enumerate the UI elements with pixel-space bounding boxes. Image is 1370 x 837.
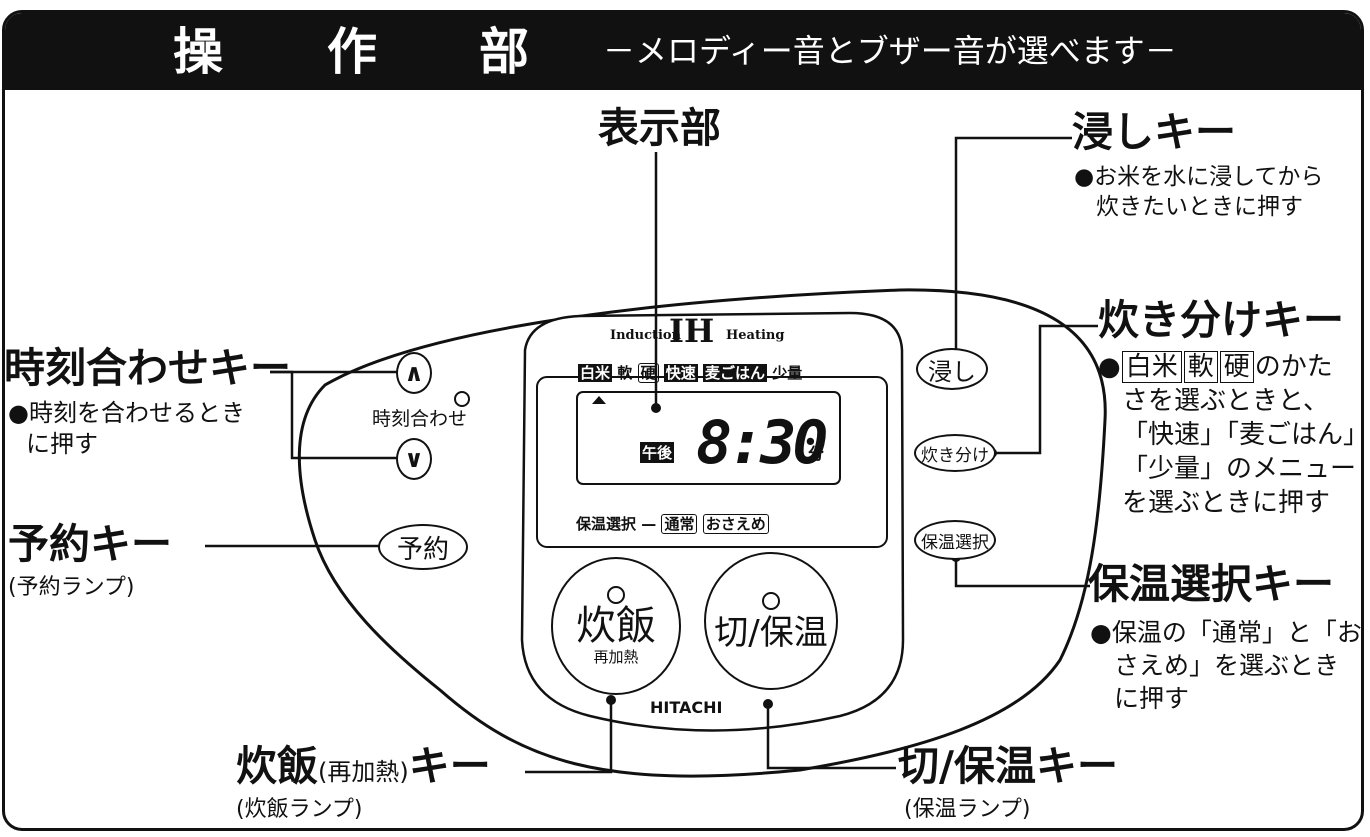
cook-lamp xyxy=(607,585,625,604)
time-desc-line-2: に押す xyxy=(26,430,98,458)
lcd-keepwarm-normal: 通常 xyxy=(661,514,698,534)
down-arrow-icon: ∨ xyxy=(404,445,424,473)
lcd-menu-soft: 軟 xyxy=(617,364,633,382)
cook-button-sublabel: 再加熱 xyxy=(593,647,639,666)
up-arrow-icon: ∧ xyxy=(404,359,424,387)
menu-button[interactable]: 炊き分け xyxy=(914,434,996,472)
keepwarm-key-label: 保温選択キー xyxy=(1088,560,1334,608)
menu-desc-tail: のかた xyxy=(1254,352,1333,382)
off-button-label: 切/保温 xyxy=(714,613,828,653)
lcd-menu-barley: 麦ごはん xyxy=(703,364,768,382)
timer-button-label: 予約 xyxy=(396,534,449,565)
menu-button-label: 炊き分け xyxy=(921,445,989,466)
lcd-menu-small: 少量 xyxy=(772,364,803,382)
soak-button-label: 浸し xyxy=(928,357,976,386)
cook-key-paren: (再加熱) xyxy=(318,758,409,786)
off-keepwarm-button[interactable]: 切/保温 xyxy=(704,552,838,690)
soak-desc-line-2: 炊きたいときに押す xyxy=(1096,194,1303,220)
menu-desc-line-2: さを選ぶときと、 xyxy=(1122,386,1329,416)
off-lamp-label: (保温ランプ) xyxy=(904,797,1031,822)
lcd-menu-quick: 快速 xyxy=(663,364,698,382)
cook-button-label: 炊飯 xyxy=(576,602,656,649)
cook-button[interactable]: 炊飯 再加熱 xyxy=(551,557,681,695)
lcd-minute: 分 xyxy=(808,444,825,463)
cook-key-main: 炊飯 xyxy=(236,742,318,790)
cook-key-suffix: キー xyxy=(408,742,491,790)
lcd-keepwarm-row: 保温選択 — 通常 おさえめ xyxy=(576,513,769,534)
keepwarm-select-button[interactable]: 保温選択 xyxy=(914,520,996,560)
menu-desc-line-4: 「少量」のメニュー xyxy=(1122,454,1357,484)
title-char-2: 作 xyxy=(327,23,377,81)
cook-lamp-label: (炊飯ランプ) xyxy=(236,797,363,822)
keepwarm-desc-line-3: に押す xyxy=(1114,684,1190,713)
cook-key-label: 炊飯(再加熱)キー xyxy=(236,746,491,787)
title-char-1: 操 xyxy=(173,23,223,81)
soak-key-desc: ●お米を水に浸してから 炊きたいときに押す xyxy=(1074,162,1323,222)
lcd-pm: 午後 xyxy=(640,442,675,463)
time-key-desc: ●時刻を合わせるとき に押す xyxy=(8,398,245,460)
soak-key-label: 浸しキー xyxy=(1072,108,1236,156)
header-subtitle: －メロディー音とブザー音が選べます－ xyxy=(603,32,1177,70)
keepwarm-lamp xyxy=(762,592,780,610)
lcd-keepwarm-low: おさえめ xyxy=(702,514,769,534)
soak-button[interactable]: 浸し xyxy=(916,348,988,390)
menu-desc-white-rice: 白米 xyxy=(1121,351,1182,383)
off-key-label: 切/保温キー xyxy=(898,742,1118,790)
soak-desc-line-1: ●お米を水に浸してから xyxy=(1074,164,1324,190)
lcd-keepwarm-label: 保温選択 xyxy=(576,515,637,533)
keepwarm-button-label: 保温選択 xyxy=(921,532,989,553)
menu-key-desc: ●白米軟硬のかた さを選ぶときと、 「快速」「麦ごはん」 「少量」のメニュー を… xyxy=(1098,350,1369,520)
menu-key-label: 炊き分けキー xyxy=(1098,296,1344,344)
timer-button[interactable]: 予約 xyxy=(378,524,468,570)
maker-logo: HITACHI xyxy=(650,698,723,717)
brand-induction: Induction xyxy=(610,328,682,343)
keepwarm-desc-line-1: ●保温の「通常」と「お xyxy=(1090,618,1362,647)
menu-desc-bullet: ● xyxy=(1098,352,1121,382)
lcd-time: 8:30 xyxy=(696,408,828,478)
menu-desc-soft: 軟 xyxy=(1183,351,1218,383)
time-up-button[interactable]: ∧ xyxy=(396,352,432,394)
lcd-menu-hard: 硬 xyxy=(637,363,659,383)
keepwarm-desc-line-2: さえめ」を選ぶとき xyxy=(1114,651,1340,680)
lcd-indicator-arrow xyxy=(592,396,606,404)
timer-lamp xyxy=(454,391,470,407)
operation-panel-figure: 操 作 部 －メロディー音とブザー音が選べます－ xyxy=(2,10,1364,831)
time-set-caption: 時刻合わせ xyxy=(372,408,468,430)
lcd-menu-row: 白米 軟 硬 快速 麦ごはん 少量 xyxy=(578,362,802,383)
brand-ih: IH xyxy=(669,312,715,350)
menu-desc-line-3: 「快速」「麦ごはん」 xyxy=(1122,420,1370,450)
keepwarm-key-desc: ●保温の「通常」と「お さえめ」を選ぶとき に押す xyxy=(1090,616,1362,715)
timer-key-label: 予約キー xyxy=(8,520,172,568)
menu-desc-line-5: を選ぶときに押す xyxy=(1122,488,1331,518)
display-label: 表示部 xyxy=(598,104,721,152)
lcd-menu-white-rice: 白米 xyxy=(578,364,613,382)
time-key-label: 時刻合わせキー xyxy=(4,344,291,392)
time-desc-line-1: ●時刻を合わせるとき xyxy=(8,399,245,427)
menu-desc-hard: 硬 xyxy=(1219,351,1254,383)
header-bar xyxy=(5,13,1361,90)
timer-lamp-label: (予約ランプ) xyxy=(8,575,135,600)
title-char-3: 部 xyxy=(479,23,529,81)
brand-heating: Heating xyxy=(726,328,785,343)
time-down-button[interactable]: ∨ xyxy=(396,438,432,480)
